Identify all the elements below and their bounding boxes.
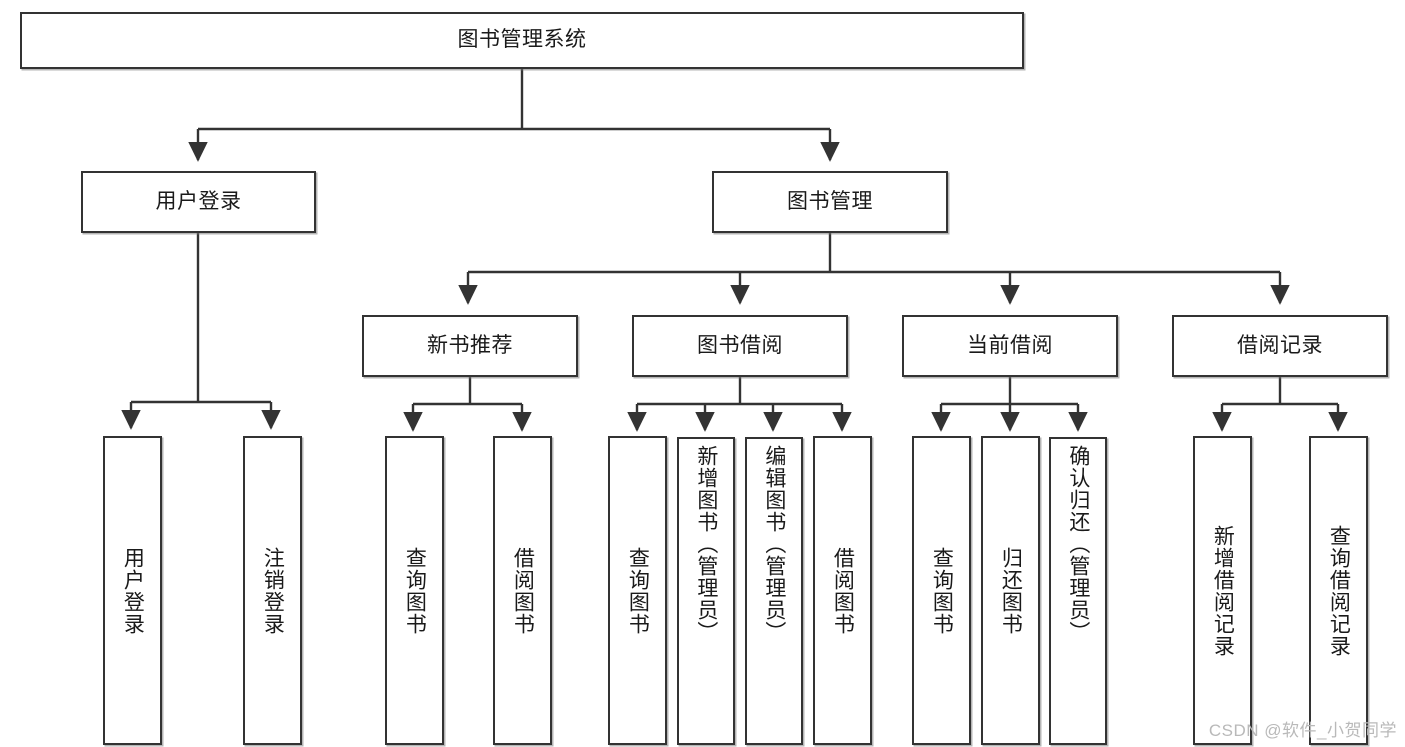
node-label: 新书推荐 — [427, 333, 513, 357]
node-label: 查询图书 — [930, 546, 954, 635]
csdn-watermark: CSDN @软件_小贺同学 — [1208, 721, 1397, 740]
leaf-add-book-admin[interactable]: 新增图书（管理员） — [677, 437, 735, 745]
node-label: 当前借阅 — [967, 333, 1053, 357]
node-borrow-record[interactable]: 借阅记录 — [1172, 315, 1388, 377]
node-label: 借阅图书 — [831, 546, 855, 635]
leaf-query-book-3[interactable]: 查询图书 — [912, 436, 971, 745]
node-label: 查询图书 — [626, 546, 650, 635]
leaf-confirm-return-admin[interactable]: 确认归还（管理员） — [1049, 437, 1107, 745]
node-label: 归还图书 — [999, 546, 1023, 635]
node-root-system[interactable]: 图书管理系统 — [20, 12, 1024, 69]
node-label: 图书管理 — [787, 189, 873, 213]
leaf-logout[interactable]: 注销登录 — [243, 436, 302, 745]
node-label: 查询借阅记录 — [1327, 524, 1351, 657]
node-current-borrow[interactable]: 当前借阅 — [902, 315, 1118, 377]
leaf-edit-book-admin[interactable]: 编辑图书（管理员） — [745, 437, 803, 745]
leaf-borrow-book-2[interactable]: 借阅图书 — [813, 436, 872, 745]
leaf-add-borrow-record[interactable]: 新增借阅记录 — [1193, 436, 1252, 745]
node-label: 借阅图书 — [511, 546, 535, 635]
node-label: 图书管理系统 — [457, 28, 587, 52]
node-label: 注销登录 — [261, 546, 285, 635]
node-label: 编辑图书（管理员） — [762, 445, 786, 643]
node-new-book-recommend[interactable]: 新书推荐 — [362, 315, 578, 377]
node-label: 确认归还（管理员） — [1066, 445, 1090, 643]
node-book-management[interactable]: 图书管理 — [712, 171, 948, 233]
node-label: 图书借阅 — [697, 333, 783, 357]
leaf-query-borrow-record[interactable]: 查询借阅记录 — [1309, 436, 1368, 745]
node-label: 查询图书 — [403, 546, 427, 635]
node-book-borrow[interactable]: 图书借阅 — [632, 315, 848, 377]
leaf-user-login[interactable]: 用户登录 — [103, 436, 162, 745]
leaf-return-book[interactable]: 归还图书 — [981, 436, 1040, 745]
node-label: 新增借阅记录 — [1211, 524, 1235, 657]
leaf-borrow-book-1[interactable]: 借阅图书 — [493, 436, 552, 745]
node-label: 用户登录 — [155, 189, 242, 213]
leaf-query-book-1[interactable]: 查询图书 — [385, 436, 444, 745]
node-label: 新增图书（管理员） — [694, 445, 718, 643]
node-user-login[interactable]: 用户登录 — [81, 171, 316, 233]
node-label: 用户登录 — [121, 546, 145, 635]
leaf-query-book-2[interactable]: 查询图书 — [608, 436, 667, 745]
node-label: 借阅记录 — [1237, 333, 1323, 357]
